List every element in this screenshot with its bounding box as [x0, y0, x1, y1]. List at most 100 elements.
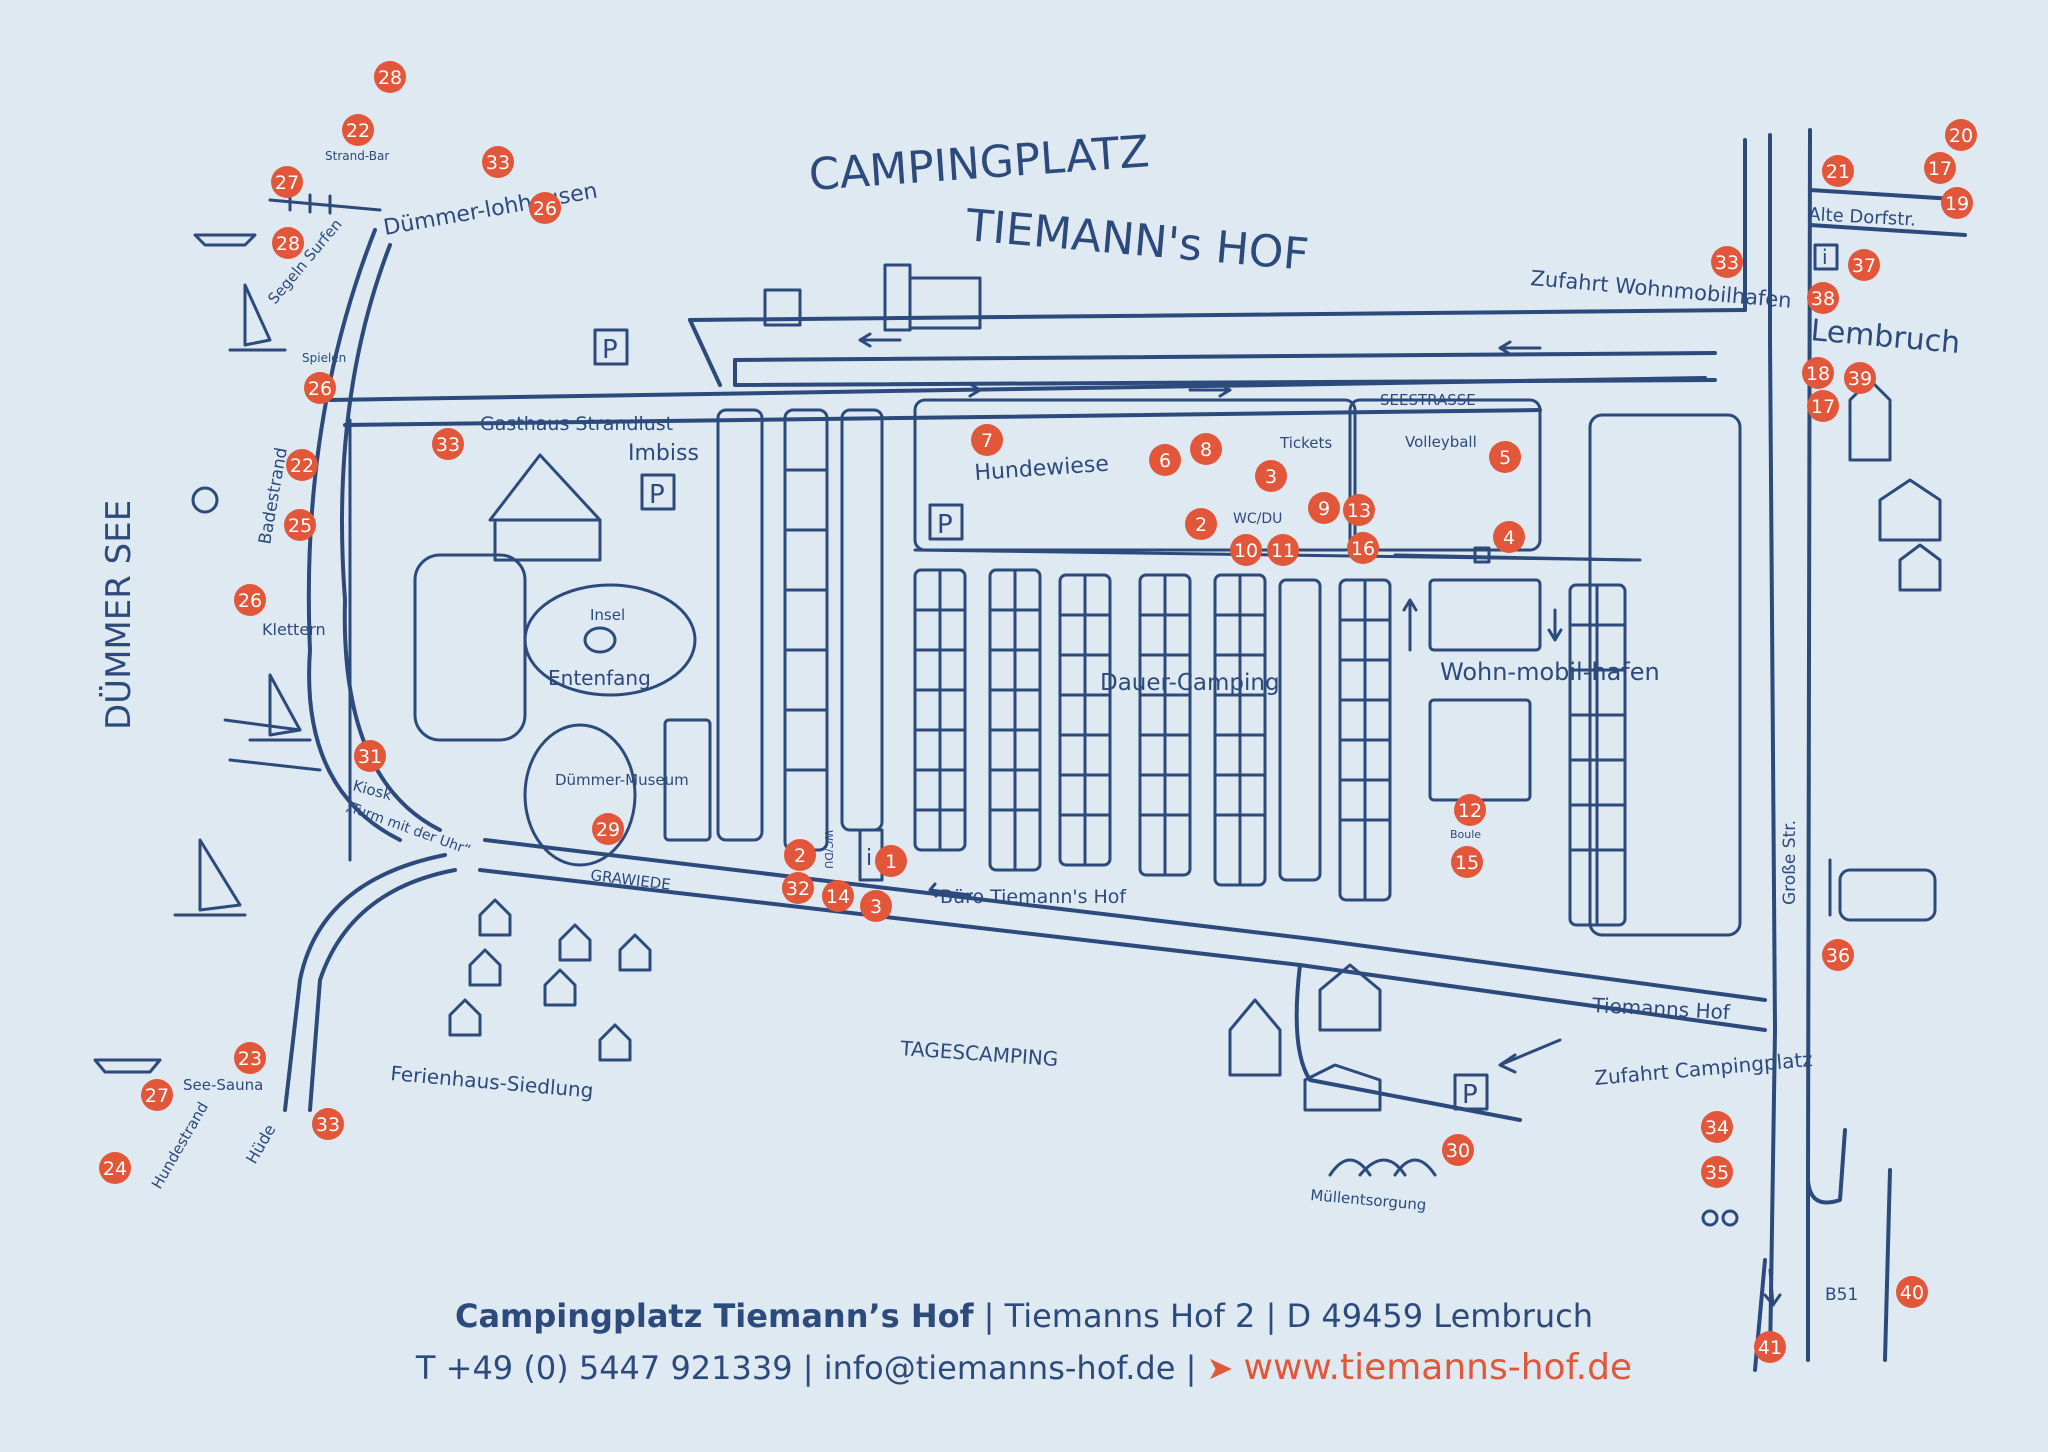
arrow-icon [858, 332, 902, 348]
poi-marker-18: 18 [1802, 357, 1834, 389]
poi-marker-23: 23 [234, 1042, 266, 1074]
poi-marker-25: 25 [284, 509, 316, 541]
seestrasse-north [328, 376, 1707, 402]
parking-sign-2: P [649, 480, 665, 510]
arrow-icon-7 [1498, 1038, 1562, 1074]
boat-icon-2 [93, 1058, 162, 1074]
footer-name: Campingplatz Tiemann’s Hof [454, 1297, 974, 1335]
poi-marker-number: 17 [1811, 396, 1835, 418]
holiday-home-icon-5 [543, 968, 577, 1007]
poi-marker-19: 19 [1941, 187, 1973, 219]
label-b51: B51 [1825, 1285, 1858, 1305]
poi-marker-number: 27 [275, 172, 299, 194]
parking-sign-3: P [937, 510, 953, 540]
poi-marker-number: 21 [1826, 161, 1850, 183]
poi-marker-27: 27 [141, 1079, 173, 1111]
poi-marker-number: 22 [346, 120, 370, 142]
poi-marker-27: 27 [271, 166, 303, 198]
poi-marker-number: 20 [1949, 125, 1973, 147]
label-boule: Boule [1450, 828, 1481, 841]
footer-website-link[interactable]: www.tiemanns-hof.de [1243, 1347, 1633, 1388]
boat-icon [193, 233, 257, 247]
jetty-icon [268, 193, 382, 215]
gasthaus-icon [488, 453, 602, 562]
footer-line-2: T +49 (0) 5447 921339 | info@tiemanns-ho… [0, 1342, 2048, 1394]
poi-marker-number: 11 [1271, 540, 1295, 562]
label-duemmer-see: DÜMMER SEE [98, 500, 139, 730]
arrow-icon-2 [1498, 340, 1542, 356]
poi-marker-29: 29 [592, 813, 624, 845]
poi-marker-number: 37 [1852, 255, 1876, 277]
label-volleyball: Volleyball [1405, 433, 1477, 451]
poi-marker-number: 33 [486, 152, 510, 174]
cabin-icon-2 [1318, 963, 1382, 1032]
poi-marker-37: 37 [1848, 249, 1880, 281]
label-kiosk: Kiosk [351, 776, 394, 804]
poi-marker-number: 30 [1446, 1140, 1470, 1162]
contact-footer: Campingplatz Tiemann’s Hof | Tiemanns Ho… [0, 1290, 2048, 1394]
poi-marker-number: 6 [1159, 450, 1171, 472]
poi-marker-number: 16 [1351, 538, 1375, 560]
label-muellentsorgung: Müllentsorgung [1310, 1186, 1427, 1214]
poi-marker-24: 24 [99, 1152, 131, 1184]
arrow-icon-3 [938, 382, 982, 398]
label-ferienhaus: Ferienhaus-Siedlung [390, 1061, 595, 1103]
arrow-right-icon: ➤ [1206, 1349, 1234, 1387]
poi-marker-number: 14 [826, 886, 850, 908]
poi-marker-number: 28 [378, 67, 402, 89]
label-klettern: Klettern [262, 620, 326, 639]
poi-marker-number: 4 [1503, 527, 1515, 549]
info-sign-office: i [866, 846, 872, 871]
poi-marker-number: 32 [786, 878, 810, 900]
footer-line-1: Campingplatz Tiemann’s Hof | Tiemanns Ho… [0, 1290, 2048, 1342]
poi-marker-26: 26 [234, 584, 266, 616]
poi-marker-number: 23 [238, 1048, 262, 1070]
poi-marker-number: 41 [1758, 1337, 1782, 1359]
waste-bins-icon [1328, 1158, 1437, 1177]
label-grawiede: GRAWIEDE [590, 866, 672, 894]
museum-area [523, 723, 637, 867]
label-hundewiese: Hundewiese [974, 452, 1110, 486]
poi-marker-22: 22 [286, 449, 318, 481]
footer-phone: T +49 (0) 5447 921339 [415, 1349, 793, 1387]
poi-marker-number: 26 [238, 590, 262, 612]
poi-marker-33: 33 [482, 146, 514, 178]
poi-marker-number: 33 [436, 434, 460, 456]
arrow-icon-8 [1763, 1268, 1782, 1307]
road-connector [688, 318, 722, 387]
coast-road-outer [340, 243, 442, 832]
gate-icon [1473, 546, 1491, 564]
poi-marker-6: 6 [1149, 444, 1181, 476]
poi-marker-13: 13 [1343, 494, 1375, 526]
footer-separator: | [983, 1297, 995, 1335]
poi-marker-number: 34 [1705, 1117, 1729, 1139]
sailboat-icon [228, 283, 287, 352]
poi-marker-34: 34 [1701, 1111, 1733, 1143]
info-sign-lembruch: i [1822, 245, 1828, 269]
poi-marker-33: 33 [312, 1108, 344, 1140]
label-wcdu: WC/DU [1233, 511, 1282, 527]
footer-separator: | [802, 1349, 814, 1387]
grosse-str-left [1768, 338, 1777, 1362]
label-see-sauna: See-Sauna [183, 1076, 263, 1094]
tower-icon [763, 288, 802, 327]
road-top-south [733, 351, 1717, 362]
label-strandbar: Strand-Bar [325, 149, 389, 163]
poi-marker-number: 13 [1347, 500, 1371, 522]
poi-marker-number: 40 [1900, 1282, 1924, 1304]
poi-marker-number: 9 [1318, 498, 1330, 520]
poi-marker-26: 26 [304, 372, 336, 404]
label-dauercamping: Dauer-Camping [1100, 670, 1280, 696]
footer-email[interactable]: info@tiemanns-hof.de [823, 1349, 1176, 1387]
label-buero: Büro Tiemann's Hof [940, 886, 1127, 908]
poi-marker-number: 25 [288, 515, 312, 537]
swimmer-icon [191, 486, 219, 514]
poi-marker-28: 28 [272, 227, 304, 259]
poi-marker-number: 1 [885, 851, 897, 873]
poi-marker-number: 36 [1826, 945, 1850, 967]
road-top-north [688, 308, 1747, 322]
arrow-icon-5 [1402, 598, 1418, 652]
poi-marker-number: 3 [870, 896, 882, 918]
